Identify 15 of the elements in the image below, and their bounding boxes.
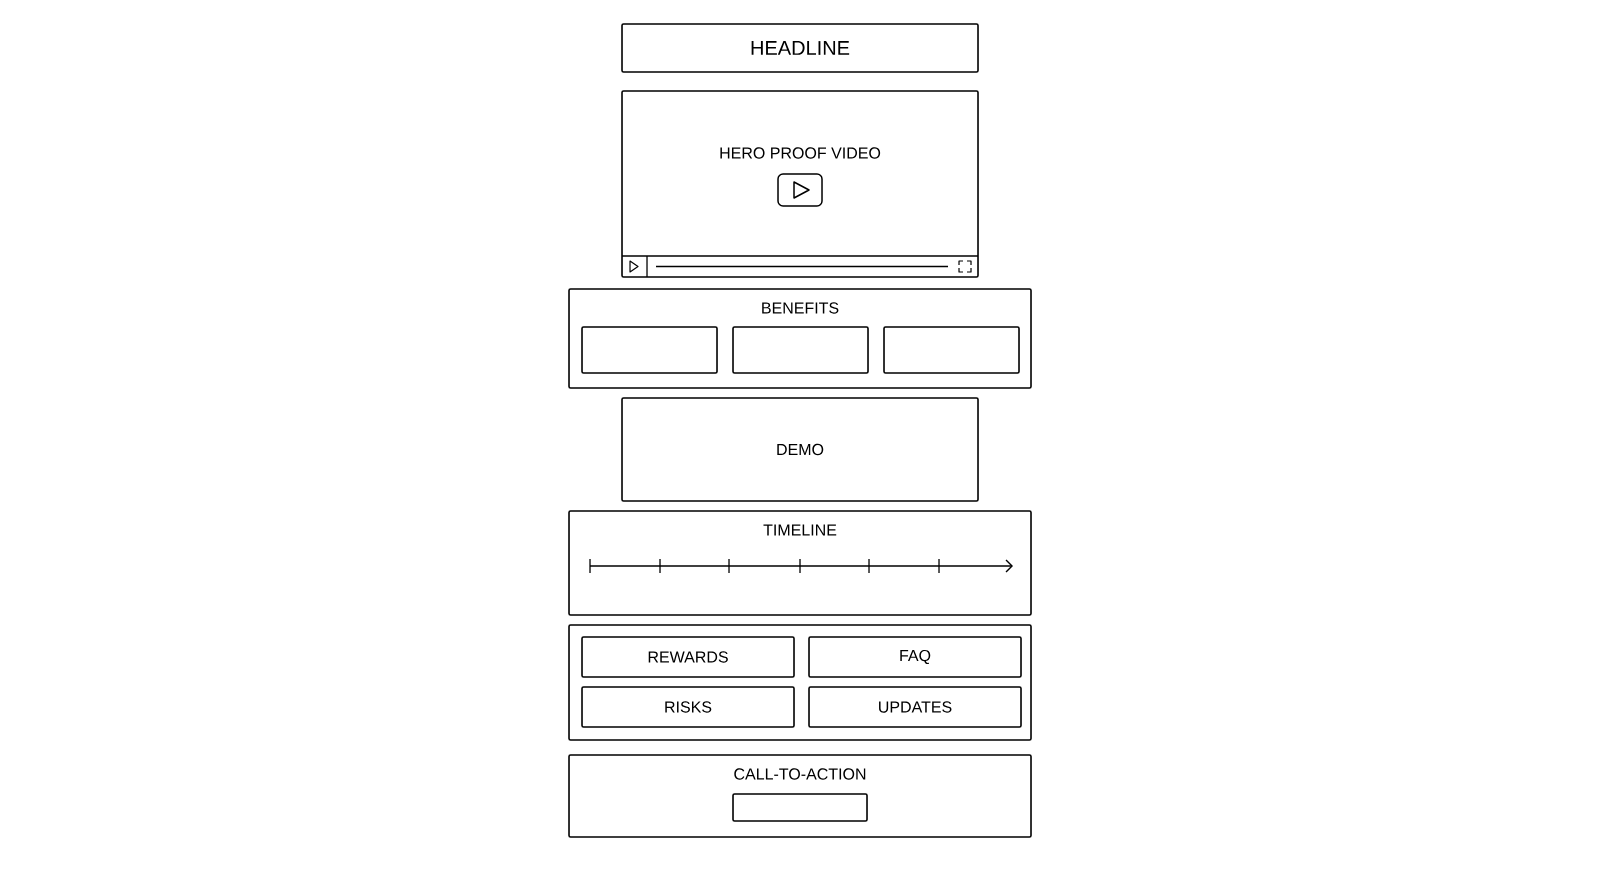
tab-box: FAQ xyxy=(808,636,1022,678)
tab-box: REWARDS xyxy=(581,636,795,678)
tab-box: UPDATES xyxy=(808,686,1022,728)
card-box xyxy=(732,326,869,374)
button-box xyxy=(732,793,868,822)
section-box xyxy=(568,624,1032,741)
video-frame: HERO PROOF VIDEO xyxy=(621,90,979,278)
headline-box: HEADLINE xyxy=(621,23,979,73)
section-box: BENEFITS xyxy=(568,288,1032,389)
section-box: DEMO xyxy=(621,397,979,502)
card-box xyxy=(581,326,718,374)
card-box xyxy=(883,326,1020,374)
section-box: CALL-TO-ACTION xyxy=(568,754,1032,838)
section-box: TIMELINE xyxy=(568,510,1032,616)
tab-box: RISKS xyxy=(581,686,795,728)
